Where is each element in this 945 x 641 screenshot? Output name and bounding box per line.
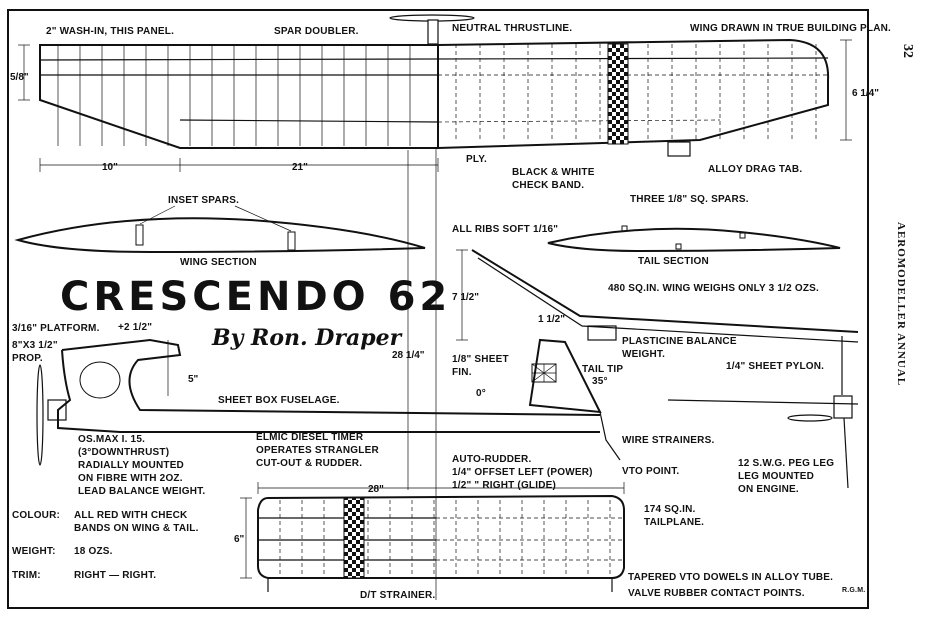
- pylon-height-dim: 5": [188, 374, 199, 385]
- tail-tip-label-2: 35°: [592, 376, 608, 387]
- sheet-box-label: SHEET BOX FUSELAGE.: [218, 395, 340, 406]
- plan-title: CRESCENDO 62: [60, 274, 451, 320]
- wing-area-label: 480 SQ.IN. WING WEIGHS ONLY 3 1/2 OZS.: [608, 283, 819, 294]
- wing-root-height-dim: 5/8": [10, 72, 29, 83]
- tail-section-caption: TAIL SECTION: [638, 256, 709, 267]
- front-view-drawing: [456, 249, 859, 395]
- wing-check-band: [607, 43, 629, 145]
- dt-strainer-label: D/T STRAINER.: [360, 590, 435, 601]
- prop-label-2: PROP.: [12, 353, 43, 364]
- weight-label: WEIGHT:: [12, 546, 56, 557]
- check-band-label-1: BLACK & WHITE: [512, 167, 595, 178]
- wing-tip-height-dim: 6 1/4": [852, 88, 879, 99]
- ribs-note: ALL RIBS SOFT 1/16": [452, 224, 558, 235]
- plasticine-label-2: WEIGHT.: [622, 349, 665, 360]
- check-band-label-2: CHECK BAND.: [512, 180, 584, 191]
- wing-span-dim-2: 21": [292, 162, 308, 173]
- wire-strainers-label: WIRE STRAINERS.: [622, 435, 714, 446]
- zero-degree-label: 0°: [476, 388, 486, 399]
- plasticine-label-1: PLASTICINE BALANCE: [622, 336, 737, 347]
- wing-plan-view: [18, 14, 852, 600]
- tailplane-chord-dim: 6": [234, 534, 245, 545]
- plan-byline: By Ron. Draper: [211, 325, 403, 351]
- auto-rudder-label-2: 1/4" OFFSET LEFT (POWER): [452, 467, 593, 478]
- tail-section-drawing: [547, 225, 841, 253]
- neutral-thrustline-label: NEUTRAL THRUSTLINE.: [452, 23, 572, 34]
- trim-label: TRIM:: [12, 570, 41, 581]
- platform-plus-label: +2 1/2": [118, 322, 152, 333]
- peg-leg-label-3: ON ENGINE.: [738, 484, 799, 495]
- tailplane-plan-view: [240, 482, 625, 592]
- timer-label-3: CUT-OUT & RUDDER.: [256, 458, 362, 469]
- auto-rudder-label-3: 1/2" " RIGHT (GLIDE): [452, 480, 556, 491]
- pylon-label: 1/4" SHEET PYLON.: [726, 361, 824, 372]
- page-number: 32: [900, 44, 915, 58]
- tail-spars-label: THREE 1/8" SQ. SPARS.: [630, 194, 749, 205]
- tail-check-band: [343, 497, 365, 579]
- peg-leg-label-2: LEG MOUNTED: [738, 471, 814, 482]
- vto-dowels-label: TAPERED VTO DOWELS IN ALLOY TUBE.: [628, 572, 833, 583]
- engine-label-5: LEAD BALANCE WEIGHT.: [78, 486, 205, 497]
- tailplane-span-dim: 28": [368, 484, 384, 495]
- tailplane-area-label-2: TAILPLANE.: [644, 517, 704, 528]
- fuselage-length-dim: 28 1/4": [392, 350, 425, 361]
- dihedral-dim: 7 1/2": [452, 292, 479, 303]
- tailplane-area-label-1: 174 SQ.IN.: [644, 504, 695, 515]
- washin-label: 2" WASH-IN, THIS PANEL.: [46, 26, 174, 37]
- engine-label-3: RADIALLY MOUNTED: [78, 460, 184, 471]
- engine-label-1: OS.MAX I. 15.: [78, 434, 145, 445]
- ply-label: PLY.: [466, 154, 487, 165]
- auto-rudder-label-1: AUTO-RUDDER.: [452, 454, 531, 465]
- wing-section-caption: WING SECTION: [180, 257, 257, 268]
- engine-label-4: ON FIBRE WITH 2OZ.: [78, 473, 183, 484]
- colour-value-1: ALL RED WITH CHECK: [74, 510, 188, 521]
- weight-value: 18 OZS.: [74, 546, 113, 557]
- valve-rubber-label: VALVE RUBBER CONTACT POINTS.: [628, 588, 805, 599]
- plan-border: [7, 9, 869, 609]
- prop-label-1: 8"X3 1/2": [12, 340, 58, 351]
- tail-tip-label-1: TAIL TIP: [582, 364, 623, 375]
- trim-value: RIGHT — RIGHT.: [74, 570, 156, 581]
- inset-spars-label: INSET SPARS.: [168, 195, 239, 206]
- vto-point-label: VTO POINT.: [622, 466, 679, 477]
- fuselage-side-view: [36, 150, 859, 490]
- colour-value-2: BANDS ON WING & TAIL.: [74, 523, 199, 534]
- peg-leg-label-1: 12 S.W.G. PEG LEG: [738, 458, 834, 469]
- colour-label: COLOUR:: [12, 510, 60, 521]
- spar-doubler-label: SPAR DOUBLER.: [274, 26, 359, 37]
- draughtsman-signature: R.G.M.: [842, 587, 865, 594]
- pylon-decal: [79, 361, 121, 399]
- sheet-fin-label-2: FIN.: [452, 367, 472, 378]
- true-plan-label: WING DRAWN IN TRUE BUILDING PLAN.: [690, 23, 891, 34]
- drag-tab-label: ALLOY DRAG TAB.: [708, 164, 802, 175]
- drag-tab: [667, 141, 691, 157]
- tip-dim: 1 1/2": [538, 314, 565, 325]
- wing-span-dim-1: 10": [102, 162, 118, 173]
- timer-label-2: OPERATES STRANGLER: [256, 445, 379, 456]
- wing-section-drawing: [14, 205, 426, 254]
- platform-label: 3/16" PLATFORM.: [12, 323, 100, 334]
- engine-label-2: (3°DOWNTHRUST): [78, 447, 169, 458]
- publication-title: AEROMODELLER ANNUAL: [895, 222, 907, 386]
- sheet-fin-label-1: 1/8" SHEET: [452, 354, 509, 365]
- timer-label-1: ELMIC DIESEL TIMER: [256, 432, 364, 443]
